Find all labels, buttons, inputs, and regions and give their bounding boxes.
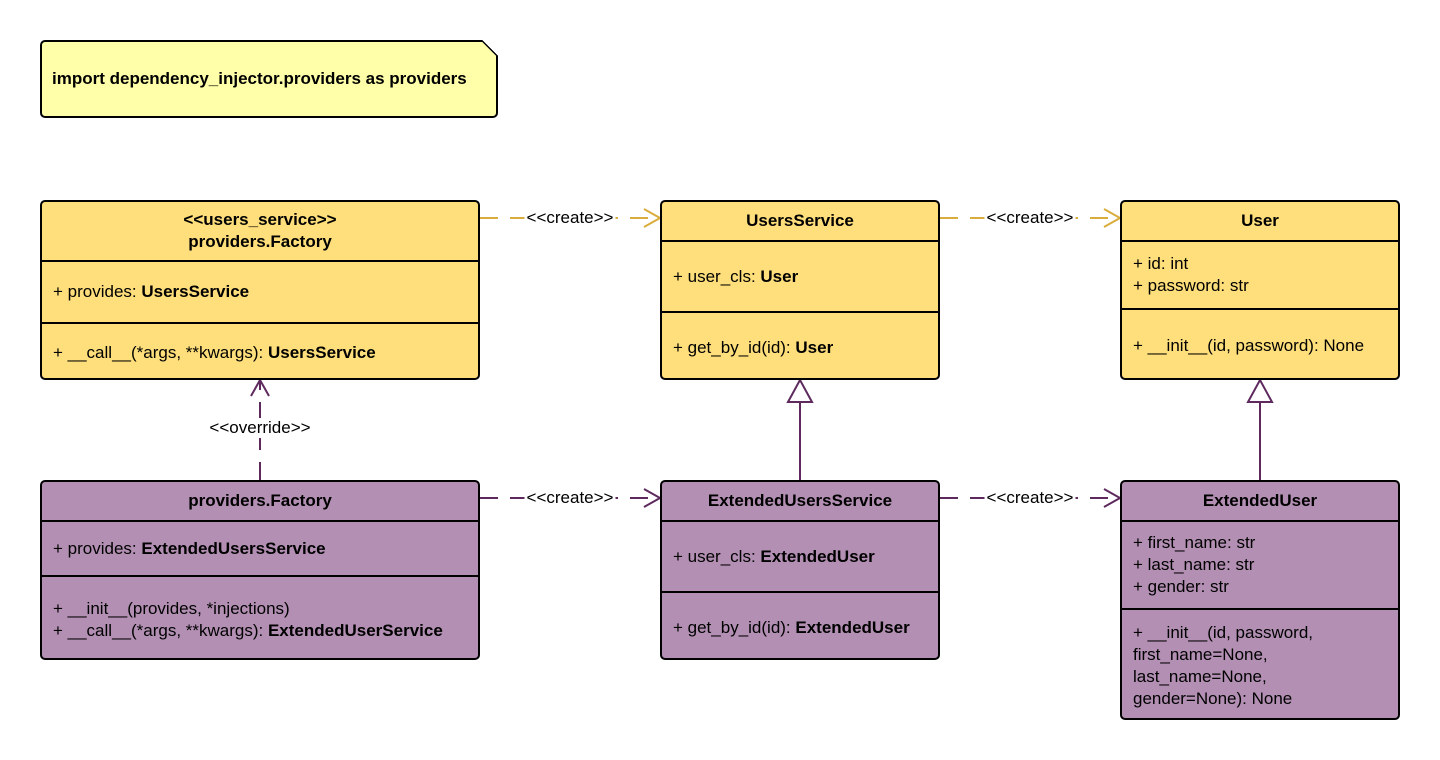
class-header: UsersService <box>662 202 938 240</box>
create-2-label: <<create>> <box>984 208 1076 228</box>
attribute: + user_cls: ExtendedUser <box>673 546 938 568</box>
member-text: + provides: <box>53 282 142 301</box>
class-extended-provider: providers.Factory + provides: ExtendedUse… <box>40 480 480 660</box>
member-text: + user_cls: <box>673 546 761 566</box>
type-name: ExtendedUserService <box>267 620 443 640</box>
class-header: <<users_service>> providers.Factory <box>42 202 478 260</box>
attribute: + id: int <box>1133 253 1398 275</box>
member-text: + provides: <box>53 538 142 558</box>
attributes-section: + provides: UsersService <box>42 260 478 322</box>
methods-section: + get_by_id(id): ExtendedUser <box>662 591 938 658</box>
class-name: ExtendedUsersService <box>707 491 893 510</box>
class-name: providers.Factory <box>188 232 332 251</box>
member-text: + first_name: str <box>1133 533 1256 552</box>
note-fold-icon <box>482 40 498 56</box>
member-text: first_name=None, <box>1133 645 1268 664</box>
attribute: + user_cls: User <box>673 266 938 288</box>
member-text: + get_by_id(id): <box>673 617 796 637</box>
class-user: User + id: int + password: str + __init__(i… <box>1120 200 1400 380</box>
class-extended-users-service: ExtendedUsersService + user_cls: Extended… <box>660 480 940 660</box>
attribute: + last_name: str <box>1133 554 1398 576</box>
stereotype: <<users_service>> <box>183 210 337 229</box>
attribute: + gender: str <box>1133 576 1398 598</box>
override-label: <<override>> <box>207 418 313 438</box>
member-text: + __init__(provides, *injections) <box>53 598 290 618</box>
methods-section: + __init__(id, password): None <box>1122 308 1398 378</box>
type-name: User <box>795 337 834 357</box>
member-text: + __init__(id, password): None <box>1133 336 1365 355</box>
member-text: + __call__(*args, **kwargs): <box>53 343 268 362</box>
type-name: ExtendedUser <box>795 617 910 637</box>
attribute: + provides: ExtendedUsersService <box>53 538 478 560</box>
create-1-label: <<create>> <box>524 208 616 228</box>
type-name: ExtendedUsersService <box>141 538 326 558</box>
hollow-triangle-icon <box>1246 377 1274 403</box>
method: + __call__(*args, **kwargs): UsersServic… <box>53 342 478 364</box>
open-arrowhead-icon <box>250 377 270 397</box>
method: + __init__(id, password): None <box>1133 335 1398 357</box>
attributes-section: + first_name: str + last_name: str + gende… <box>1122 520 1398 608</box>
class-header: providers.Factory <box>42 482 478 520</box>
method: + get_by_id(id): User <box>673 337 938 359</box>
method: gender=None): None <box>1133 688 1398 710</box>
member-text: + gender: str <box>1133 577 1229 596</box>
attribute: + password: str <box>1133 275 1398 297</box>
method: first_name=None, <box>1133 644 1398 666</box>
class-header: ExtendedUser <box>1122 482 1398 520</box>
class-name: UsersService <box>746 211 854 230</box>
member-text: + id: int <box>1133 254 1189 273</box>
hollow-triangle-icon <box>786 377 814 403</box>
class-header: User <box>1122 202 1398 240</box>
member-text: gender=None): None <box>1133 689 1293 708</box>
member-text: + last_name: str <box>1133 555 1255 574</box>
create-3-label: <<create>> <box>524 488 616 508</box>
class-header: ExtendedUsersService <box>662 482 938 520</box>
import-note: import dependency_injector.providers as … <box>40 40 498 118</box>
type-name: User <box>760 266 799 286</box>
member-text: + password: str <box>1133 276 1249 295</box>
methods-section: + __init__(provides, *injections)+ __cal… <box>42 575 478 658</box>
type-name: UsersService <box>141 282 250 301</box>
note-text: import dependency_injector.providers as … <box>52 69 467 88</box>
member-text: + get_by_id(id): <box>673 337 796 357</box>
method: + __init__(provides, *injections) <box>53 598 478 620</box>
method: + __init__(id, password, <box>1133 622 1398 644</box>
class-extended-user: ExtendedUser + first_name: str + last_name… <box>1120 480 1400 720</box>
member-text: + user_cls: <box>673 266 761 286</box>
methods-section: + get_by_id(id): User <box>662 311 938 378</box>
member-text: last_name=None, <box>1133 667 1267 686</box>
class-name: providers.Factory <box>188 491 332 510</box>
attributes-section: + user_cls: User <box>662 240 938 311</box>
create-4-label: <<create>> <box>984 488 1076 508</box>
attributes-section: + id: int + password: str <box>1122 240 1398 308</box>
class-name: User <box>1241 211 1279 230</box>
attributes-section: + provides: ExtendedUsersService <box>42 520 478 575</box>
method: last_name=None, <box>1133 666 1398 688</box>
member-text: + __call__(*args, **kwargs): <box>53 620 268 640</box>
method: + get_by_id(id): ExtendedUser <box>673 617 938 639</box>
attribute: + provides: UsersService <box>53 281 478 303</box>
type-name: ExtendedUser <box>760 546 875 566</box>
class-name: ExtendedUser <box>1202 491 1318 510</box>
type-name: UsersService <box>267 343 376 362</box>
methods-section: + __init__(id, password, first_name=None,… <box>1122 608 1398 718</box>
attributes-section: + user_cls: ExtendedUser <box>662 520 938 591</box>
methods-section: + __call__(*args, **kwargs): UsersServic… <box>42 322 478 378</box>
attribute: + first_name: str <box>1133 532 1398 554</box>
class-users-service: UsersService+ user_cls: User+ get_by_id(… <box>660 200 940 380</box>
member-text: + __init__(id, password, <box>1133 623 1314 642</box>
class-users-service-provider: <<users_service>> providers.Factory + prov… <box>40 200 480 380</box>
method: + __call__(*args, **kwargs): ExtendedUse… <box>53 620 478 642</box>
